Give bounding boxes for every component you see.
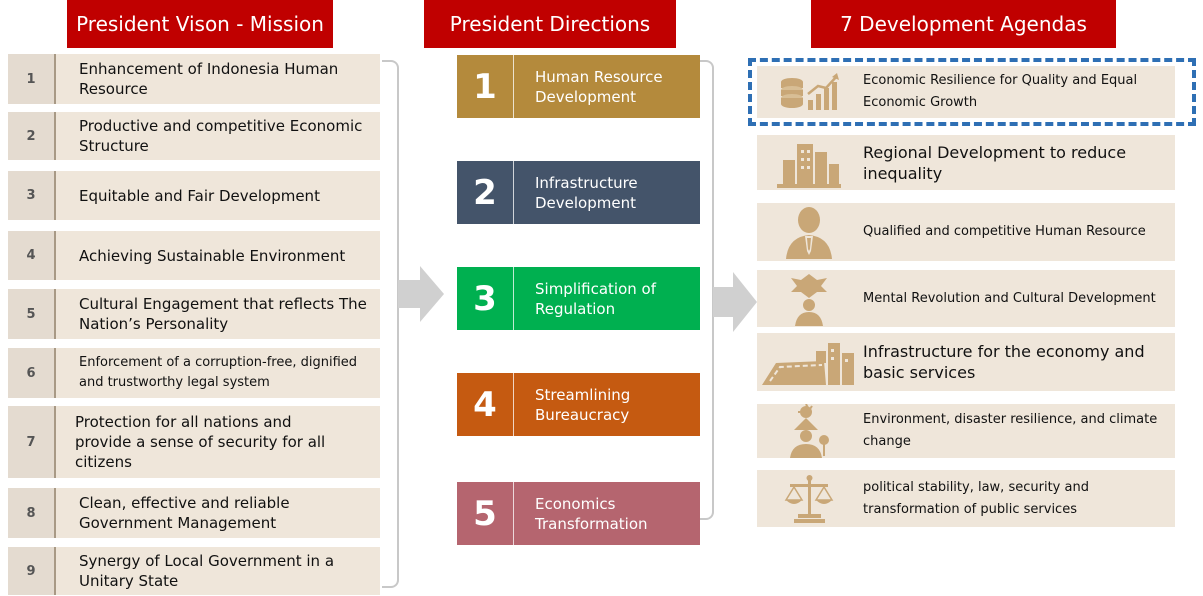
vision-number: 4 xyxy=(8,231,56,280)
direction-box-4: 4 Streamlining Bureaucracy xyxy=(457,373,700,436)
vision-row-6: 6 Enforcement of a corruption-free, dign… xyxy=(8,348,380,398)
vision-text: Enhancement of Indonesia Human Resource xyxy=(56,54,380,104)
agenda-row-7: political stability, law, security and t… xyxy=(757,470,1175,527)
agenda-row-1: Economic Resilience for Quality and Equa… xyxy=(757,66,1175,118)
agenda-text: political stability, law, security and t… xyxy=(863,479,1089,517)
vision-mission-header: President Vison - Mission xyxy=(67,0,333,48)
agenda-text: Environment, disaster resilience, and cl… xyxy=(863,412,1158,449)
direction-divider xyxy=(513,161,514,224)
vision-text: Cultural Engagement that reflects The Na… xyxy=(56,289,380,339)
vision-text: Clean, effective and reliable Government… xyxy=(56,488,380,538)
vision-number: 8 xyxy=(8,488,56,538)
president-directions-header: President Directions xyxy=(424,0,676,48)
vision-row-5: 5 Cultural Engagement that reflects The … xyxy=(8,289,380,339)
city-buildings-icon xyxy=(757,135,861,190)
vision-number: 5 xyxy=(8,289,56,339)
right-arrow-icon xyxy=(713,272,757,332)
vision-row-4: 4 Achieving Sustainable Environment xyxy=(8,231,380,280)
direction-box-2: 2 Infrastructure Development xyxy=(457,161,700,224)
environment-person-icon xyxy=(757,404,861,458)
vision-text: Protection for all nations and provide a… xyxy=(56,406,380,478)
directions-bracket xyxy=(700,60,714,520)
direction-number: 3 xyxy=(473,278,497,319)
vision-text: Synergy of Local Government in a Unitary… xyxy=(56,547,380,595)
vision-bracket xyxy=(382,60,399,588)
vision-row-8: 8 Clean, effective and reliable Governme… xyxy=(8,488,380,538)
direction-label: Simplification of Regulation xyxy=(535,279,657,318)
agenda-highlight-box xyxy=(748,58,1196,126)
direction-box-5: 5 Economics Transformation xyxy=(457,482,700,545)
vision-number: 1 xyxy=(8,54,56,104)
scales-of-justice-icon xyxy=(757,470,861,527)
direction-label: Infrastructure Development xyxy=(535,173,638,212)
agenda-row-2: Regional Development to reduce inequalit… xyxy=(757,135,1175,190)
right-arrow-icon xyxy=(398,266,444,322)
vision-row-3: 3 Equitable and Fair Development xyxy=(8,171,380,220)
vision-number: 6 xyxy=(8,348,56,398)
direction-label: Economics Transformation xyxy=(535,494,648,533)
agenda-text: Qualified and competitive Human Resource xyxy=(863,224,1146,239)
vision-text: Achieving Sustainable Environment xyxy=(56,231,380,280)
direction-divider xyxy=(513,373,514,436)
vision-row-1: 1 Enhancement of Indonesia Human Resourc… xyxy=(8,54,380,104)
vision-number: 7 xyxy=(8,406,56,478)
road-city-icon xyxy=(757,333,861,391)
vision-text: Equitable and Fair Development xyxy=(56,171,380,220)
agenda-row-3: Qualified and competitive Human Resource xyxy=(757,203,1175,261)
agenda-text: Regional Development to reduce inequalit… xyxy=(863,142,1127,183)
direction-number: 5 xyxy=(473,493,497,534)
direction-label: Streamlining Bureaucracy xyxy=(535,385,631,424)
direction-number: 4 xyxy=(473,384,497,425)
direction-divider xyxy=(513,55,514,118)
vision-number: 3 xyxy=(8,171,56,220)
businessman-icon xyxy=(757,203,861,261)
agenda-text: Mental Revolution and Cultural Developme… xyxy=(863,290,1156,306)
vision-number: 9 xyxy=(8,547,56,595)
vision-text: Enforcement of a corruption-free, dignif… xyxy=(56,348,380,398)
vision-number: 2 xyxy=(8,112,56,160)
direction-box-1: 1 Human Resource Development xyxy=(457,55,700,118)
agenda-row-5: Infrastructure for the economy and basic… xyxy=(757,333,1175,391)
development-agendas-header: 7 Development Agendas xyxy=(811,0,1116,48)
vision-text: Productive and competitive Economic Stru… xyxy=(56,112,380,160)
direction-number: 2 xyxy=(473,172,497,213)
garuda-person-icon xyxy=(757,270,861,327)
direction-number: 1 xyxy=(473,66,497,107)
direction-box-3: 3 Simplification of Regulation xyxy=(457,267,700,330)
agenda-text: Infrastructure for the economy and basic… xyxy=(863,342,1145,382)
agenda-text: Economic Resilience for Quality and Equa… xyxy=(863,73,1138,110)
direction-divider xyxy=(513,267,514,330)
vision-row-9: 9 Synergy of Local Government in a Unita… xyxy=(8,547,380,595)
coins-growth-chart-icon xyxy=(757,66,861,118)
direction-divider xyxy=(513,482,514,545)
vision-row-2: 2 Productive and competitive Economic St… xyxy=(8,112,380,160)
agenda-row-6: Environment, disaster resilience, and cl… xyxy=(757,404,1175,458)
agenda-row-4: Mental Revolution and Cultural Developme… xyxy=(757,270,1175,327)
direction-label: Human Resource Development xyxy=(535,67,663,106)
vision-row-7: 7 Protection for all nations and provide… xyxy=(8,406,380,478)
